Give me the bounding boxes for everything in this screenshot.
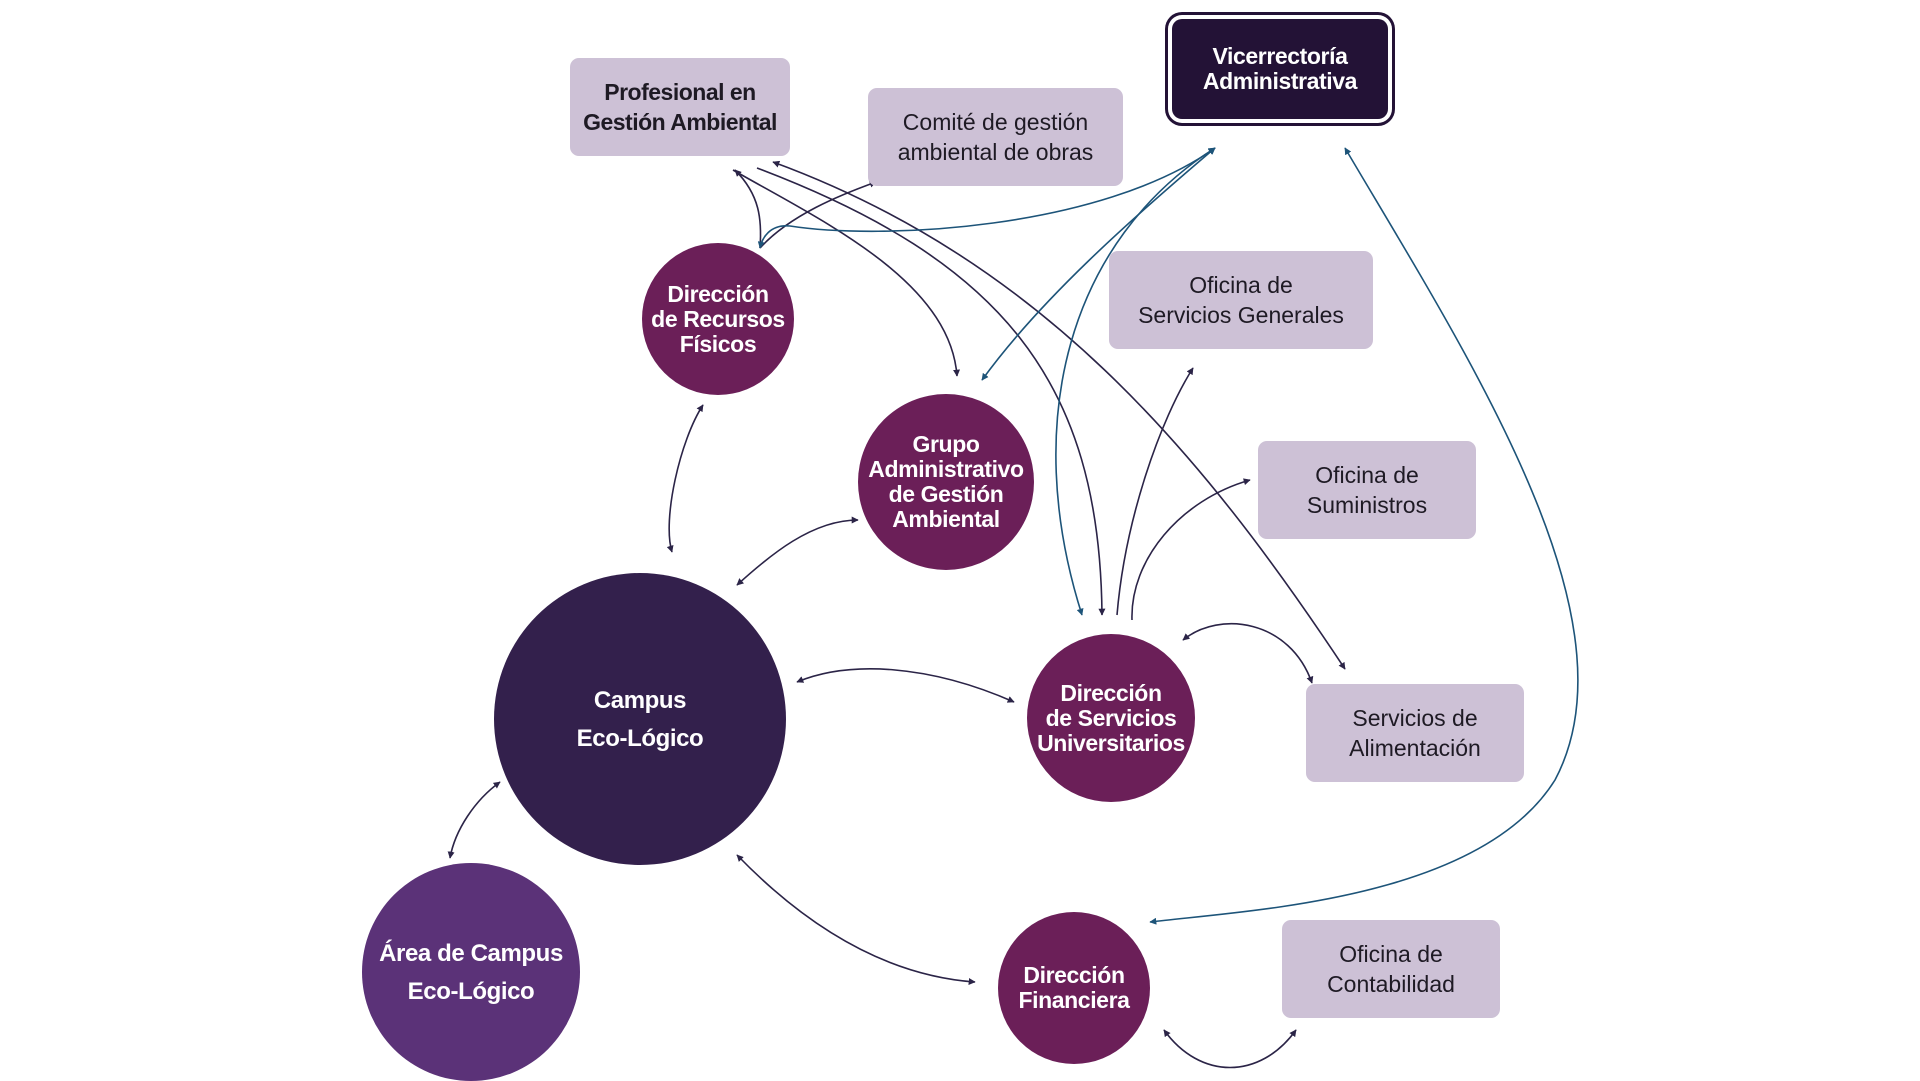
node-oficina-suministros: Oficina de Suministros: [1258, 441, 1476, 539]
connector-campus-ecologico-to-direccion-recursos-fisicos: [666, 404, 704, 553]
connector-direccion-financiera-to-oficina-contabilidad: [1163, 1029, 1297, 1069]
connector-direccion-servicios-universitarios-to-oficina-servicios-generales: [1116, 367, 1194, 616]
connector-campus-ecologico-to-area-campus: [447, 781, 501, 859]
connector-profesional-to-servicios-alimentacion: [772, 160, 1346, 670]
node-profesional-gestion-ambiental: Profesional en Gestión Ambiental: [570, 58, 790, 156]
node-vicerrectoria-administrativa: Vicerrectoría Administrativa: [1172, 19, 1388, 119]
node-direccion-servicios-universitarios: Dirección de Servicios Universitarios: [1027, 634, 1195, 802]
node-direccion-financiera: Dirección Financiera: [998, 912, 1150, 1064]
connector-campus-ecologico-to-grupo-administrativo: [736, 516, 859, 586]
node-servicios-alimentacion: Servicios de Alimentación: [1306, 684, 1524, 782]
connector-vicerrectoria-to-direccion-financiera: [1149, 147, 1579, 925]
node-grupo-administrativo-gestion-ambiental: Grupo Administrativo de Gestión Ambienta…: [858, 394, 1034, 570]
node-comite-gestion-ambiental-obras: Comité de gestión ambiental de obras: [868, 88, 1123, 186]
node-oficina-contabilidad: Oficina de Contabilidad: [1282, 920, 1500, 1018]
connector-campus-ecologico-to-direccion-financiera: [736, 854, 976, 986]
node-oficina-servicios-generales: Oficina de Servicios Generales: [1109, 251, 1373, 349]
connector-campus-ecologico-to-direccion-servicios-universitarios: [796, 668, 1015, 703]
connector-direccion-recursos-fisicos-to-comite: [759, 180, 877, 249]
connector-direccion-servicios-universitarios-to-servicios-alimentacion: [1182, 622, 1314, 684]
connector-direccion-servicios-universitarios-to-oficina-suministros: [1131, 478, 1251, 621]
connector-direccion-recursos-fisicos-to-profesional: [734, 169, 762, 249]
node-campus-eco-logico: Campus Eco-Lógico: [494, 573, 786, 865]
node-direccion-recursos-fisicos: Dirección de Recursos Físicos: [642, 243, 794, 395]
connector-group: [447, 147, 1579, 1069]
connector-vicerrectoria-to-direccion-servicios-universitarios: [1055, 147, 1216, 616]
node-area-campus-eco-logico: Área de Campus Eco-Lógico: [362, 863, 580, 1081]
